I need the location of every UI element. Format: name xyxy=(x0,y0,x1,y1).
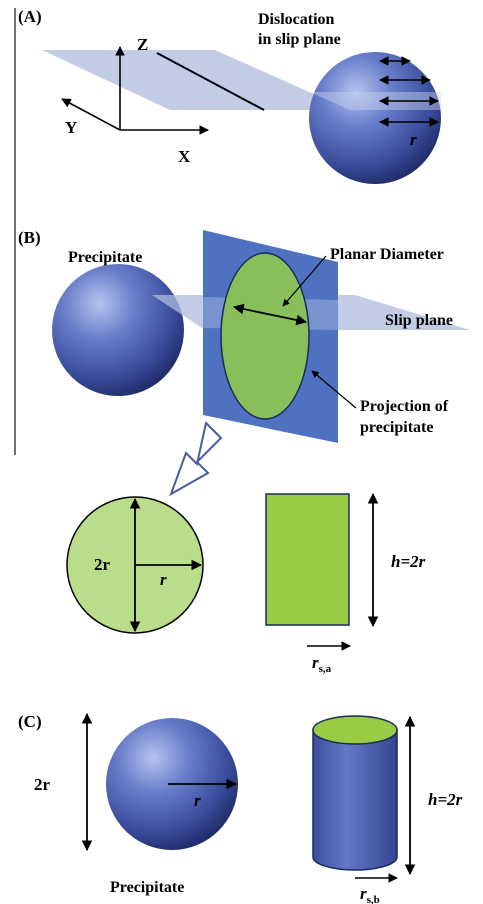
height-label-c: 2r xyxy=(34,775,51,794)
sphere-b xyxy=(52,264,184,396)
projection-pointer xyxy=(311,370,357,409)
slip-plane-a xyxy=(42,50,350,110)
circle-radius-label: r xyxy=(160,570,167,589)
rect-width-label: rs,a xyxy=(312,653,332,675)
sphere-a xyxy=(309,52,441,184)
rect-height-label: h=2r xyxy=(391,552,426,571)
cyl-width-label: rs,b xyxy=(360,884,380,904)
axis-x-label: X xyxy=(178,147,191,166)
projection-label-line1: Projection of xyxy=(360,398,449,415)
hollow-arrow xyxy=(169,421,223,497)
panel-a-label: (A) xyxy=(18,7,42,26)
cylinder-body xyxy=(312,729,398,871)
axis-z-label: Z xyxy=(137,35,148,54)
projection-rectangle xyxy=(265,493,350,626)
planar-diameter-pointer xyxy=(282,255,327,307)
dislocation-title-line1: Dislocation xyxy=(258,11,335,28)
planar-diameter-label: Planar Diameter xyxy=(330,246,444,263)
cyl-height-label: h=2r xyxy=(428,790,463,809)
precipitate-label-b: Precipitate xyxy=(68,249,142,266)
dislocation-line xyxy=(156,52,265,111)
axis-y-label: Y xyxy=(65,118,77,137)
circle-diameter-label: 2r xyxy=(94,555,111,574)
panel-c-label: (C) xyxy=(18,712,42,731)
cylinder-top xyxy=(312,715,398,745)
y-axis xyxy=(61,98,121,131)
planar-diameter-arrow xyxy=(232,303,308,326)
slip-plane-label: Slip plane xyxy=(385,312,453,329)
precipitate-projection xyxy=(220,252,310,420)
projection-label-line2: precipitate xyxy=(360,419,433,436)
precipitate-label-c: Precipitate xyxy=(110,879,184,896)
radius-label-a: r xyxy=(410,130,417,149)
dislocation-title-line2: in slip plane xyxy=(258,31,341,48)
radius-label-c: r xyxy=(194,791,201,810)
panel-b-label: (B) xyxy=(18,228,41,247)
